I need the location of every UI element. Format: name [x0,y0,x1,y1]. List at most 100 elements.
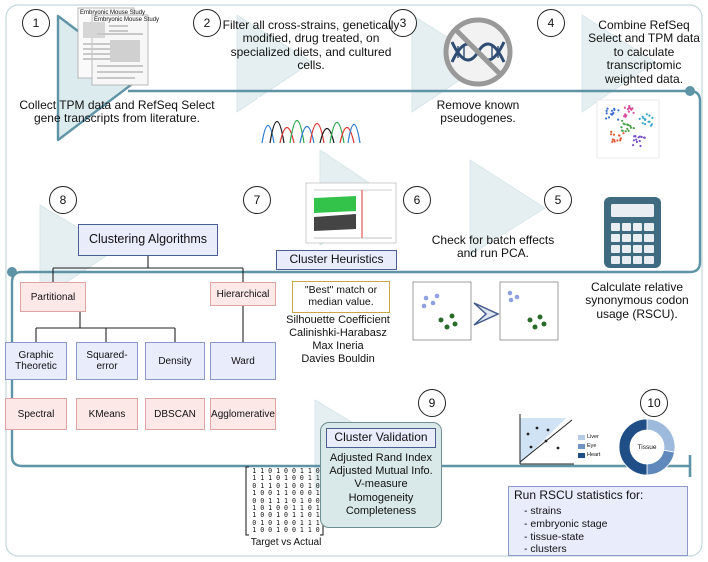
paper-title-back: Embryonic Mouse Study [80,10,146,16]
scatter-dot [617,109,620,112]
validation-metric: V-measure [354,478,408,491]
scatter-dot [648,120,651,123]
donut-legend-entry: Eye [587,443,597,449]
target-actual-matrix: 1 1 0 1 0 0 1 1 0 1 1 1 0 1 0 0 1 1 0 1 … [250,467,322,535]
scatter-dot [606,107,609,110]
scatter-dot [626,108,630,111]
outer-frame [5,4,703,557]
step-number-9: 9 [418,389,446,417]
scatter-dot [626,127,629,130]
step4-text: Combine RefSeq Select and TPM data to ca… [588,18,700,86]
scatter-dot [624,130,627,133]
scatter-dot [628,106,631,109]
pca-transition-arrow [473,302,500,326]
scatter-dot [640,135,643,139]
heuristics-metric: Calinishki-Harabasz [289,326,387,339]
line-node-mid [7,267,17,277]
scatter-dot [623,106,627,109]
scatter-dot [619,137,623,140]
scatter-dot [650,123,654,126]
heuristics-metric: Davies Bouldin [301,352,375,365]
paper-stack [77,7,149,86]
scatter-dot [634,134,637,138]
clustering-algorithms-title: Clustering Algorithms [78,224,218,256]
clustering-tree-lines [35,256,244,342]
scatter-dot [605,112,608,115]
validation-metric: Adjusted Mutual Info. [329,465,433,478]
scatter-dot [605,117,608,120]
dna-prohibited-icon [443,17,513,87]
list-item: tissue-state [524,531,607,544]
scatter-dot [610,130,613,133]
matrix-row: 1 0 0 1 1 0 0 0 1 [252,489,320,498]
scatter-dot [617,118,620,121]
line-node-top [685,86,695,96]
step-number-4: 4 [537,9,565,37]
list-item: embryonic stage [524,518,607,531]
dbscan-box: DBSCAN [145,398,205,430]
pca-plot-right [499,281,559,341]
cluster-validation-title: Cluster Validation [326,428,436,448]
graphic-theoretic-box: Graphic Theoretic [5,342,67,380]
heuristics-metric: Max Ineria [312,339,364,352]
step-number-8: 8 [49,186,77,214]
scatter-dot [642,117,645,120]
pca-plot-left [412,281,472,341]
scatter-dot [610,133,613,136]
scatter-dot [643,136,646,139]
scatter-dot [607,116,611,119]
validation-metric: Homogeneity [348,491,414,504]
step-number-10: 10 [640,389,668,417]
scatter-dot [613,108,616,111]
validation-metric: Adjusted Rand Index [329,452,433,464]
rscu-stats-title: Run RSCU statistics for: [514,488,644,502]
scatter-dot [619,139,622,142]
step-number-6: 6 [403,186,431,214]
scatter-dot [612,133,616,136]
scatter-dot [616,139,619,142]
scatter-dot [641,122,644,125]
matrix-row: 0 0 1 1 1 0 1 0 0 [252,496,320,505]
scatter-dot [622,122,625,125]
validation-metric: Completeness [345,504,417,517]
scatter-dot [644,118,647,121]
step1-text: Collect TPM data and RefSeq Select gene … [19,98,215,126]
scatter-dot [629,124,632,128]
agglomerative-box: Agglomerative [210,398,276,430]
scatter-dot [645,113,648,116]
scatter-dot [629,126,633,129]
step-number-7: 7 [243,186,271,214]
scatter-dot [618,134,621,137]
partitional-box: Partitional [20,282,86,312]
donut-slice [646,449,675,476]
step-number-2: 2 [193,9,221,37]
calculator-icon [604,197,661,268]
scatter-dot [621,129,624,132]
scatter-dot [635,140,639,143]
matrix-row: 1 1 1 0 1 0 0 1 1 [252,474,320,483]
cluster-heuristics-title: Cluster Heuristics [276,250,397,270]
donut-slice [618,418,648,476]
tissue-donut-chart [618,418,676,476]
target-vs-actual-label: Target vs Actual [250,537,322,548]
hierarchical-box: Hierarchical [210,282,276,306]
scatter-dot [638,139,641,143]
density-box: Density [145,342,205,380]
list-item: clusters [524,543,607,556]
scatter-dot [651,116,654,119]
scatter-dot [644,123,647,126]
step5-text: Calculate relative synonymous codon usag… [585,280,689,321]
scatter-cluster-image [596,99,660,159]
matrix-row: 1 0 0 1 0 0 1 1 0 [252,526,320,535]
heuristics-plot-image [305,182,397,244]
scatter-dot [632,139,636,142]
donut-legend-swatches [578,435,585,458]
scatter-dot [632,127,635,130]
regression-plot-image [519,414,574,465]
scatter-dot [610,109,614,112]
squared-error-box: Squared-error [76,342,138,380]
step-number-1: 1 [22,9,50,37]
validation-metrics: Adjusted Rand Index Adjusted Mutual Info… [320,452,442,518]
paper-title-front: Embryonic Mouse Study [94,17,160,23]
